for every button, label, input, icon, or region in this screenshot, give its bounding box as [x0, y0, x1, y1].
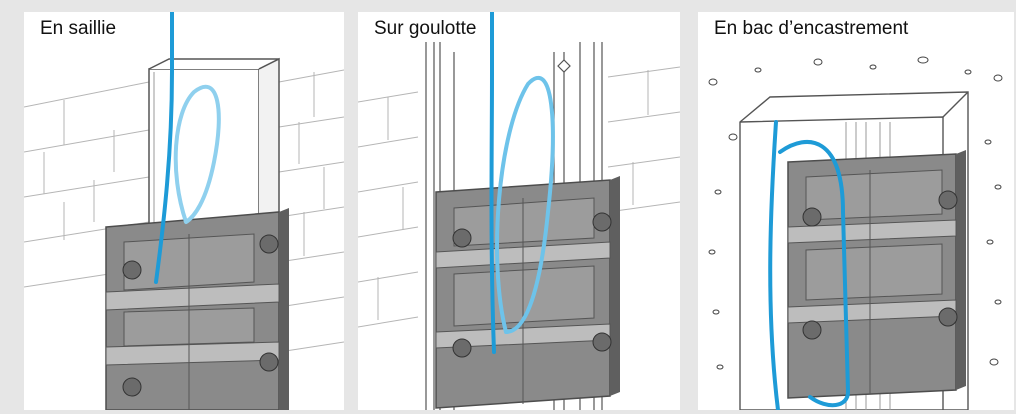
surface-mount-illustration [24, 12, 344, 410]
concrete-texture [708, 56, 1003, 370]
panel-flush-box: En bac d’encastrement [698, 12, 1014, 410]
cable-loop [154, 12, 221, 284]
mounting-plate [787, 150, 966, 399]
brick-wall [358, 66, 680, 328]
cable-loop [489, 12, 555, 354]
mounting-plate [435, 176, 620, 409]
brick-wall [24, 69, 344, 353]
panel-on-trunking: Sur goulotte [358, 12, 680, 410]
panel-title: En bac d’encastrement [712, 18, 911, 40]
trunking-illustration [358, 12, 680, 410]
flush-box-illustration [708, 56, 1003, 410]
panel-surface-mount: En saillie [24, 12, 344, 410]
panel-title: En saillie [38, 18, 119, 40]
cable-loop [768, 120, 851, 410]
trunking-box [148, 57, 280, 229]
mounting-plate [105, 208, 289, 410]
panel-title: Sur goulotte [372, 18, 479, 40]
